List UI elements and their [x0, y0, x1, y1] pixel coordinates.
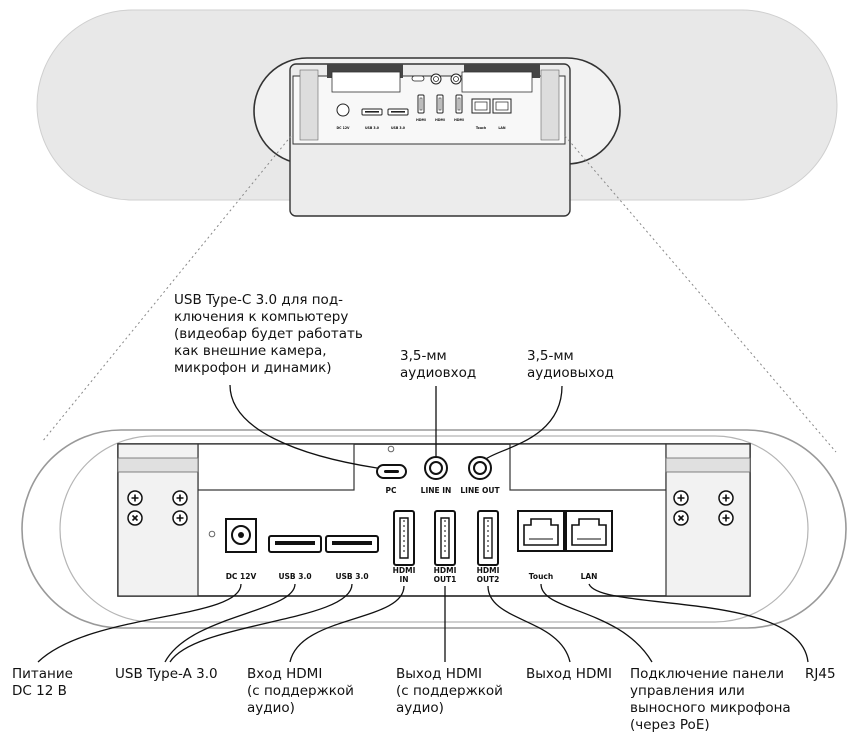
- svg-text:USB 3.0: USB 3.0: [365, 126, 380, 130]
- dc-power-jack-icon: [225, 518, 257, 553]
- audio-jack-icon: [468, 456, 492, 480]
- usb-a-port-icon: [268, 535, 322, 553]
- callout-hdmi-out1-line1: Выход HDMI: [396, 666, 482, 682]
- callout-power-line2: DC 12 В: [12, 683, 67, 699]
- led-icon: [387, 445, 395, 453]
- rj45-port-icon: [565, 510, 613, 552]
- callout-usb-a-line1: USB Type-A 3.0: [115, 666, 218, 682]
- port-label-lan: LAN: [581, 572, 598, 581]
- port-label-dc: DC 12V: [226, 572, 257, 581]
- port-label-hdmi-out2-2: OUT2: [477, 575, 500, 584]
- callout-hdmi-out1-line2: (с поддержкой: [396, 683, 503, 699]
- callout-line-in: 3,5-мм аудиовход: [400, 348, 476, 382]
- svg-text:LAN: LAN: [498, 126, 505, 130]
- callout-line-out-line2: аудиовыход: [527, 365, 614, 381]
- svg-text:HDMI: HDMI: [416, 118, 426, 122]
- callout-hdmi-in-line1: Вход HDMI: [247, 666, 323, 682]
- port-label-hdmi-out1-1: HDMI: [434, 566, 457, 575]
- hdmi-port-icon: [393, 510, 415, 566]
- callout-line-in-line2: аудиовход: [400, 365, 477, 381]
- port-label-line-in: LINE IN: [421, 486, 452, 495]
- usb-c-port-icon: [376, 464, 407, 479]
- callout-touch-line4: (через PoE): [630, 717, 710, 733]
- callout-hdmi-out1: Выход HDMI (с поддержкой аудио): [396, 666, 503, 717]
- port-label-line-out: LINE OUT: [460, 486, 500, 495]
- callout-power-line1: Питание: [12, 666, 73, 682]
- callout-hdmi-in-line2: (с поддержкой: [247, 683, 354, 699]
- svg-text:HDMI: HDMI: [454, 118, 464, 122]
- callout-hdmi-in: Вход HDMI (с поддержкой аудио): [247, 666, 354, 717]
- callout-lan: RJ45: [805, 666, 836, 683]
- svg-text:HDMI: HDMI: [435, 118, 445, 122]
- callout-usb-a: USB Type-A 3.0: [115, 666, 218, 683]
- zoom-line-left: [41, 135, 292, 443]
- callout-touch-line3: выносного микрофона: [630, 700, 791, 716]
- callout-touch-line2: управления или: [630, 683, 745, 699]
- callout-line-out-line1: 3,5-мм: [527, 348, 574, 364]
- callout-usb-c-line5: микрофон и динамик): [174, 360, 332, 376]
- callout-hdmi-in-line3: аудио): [247, 700, 295, 716]
- leader-lines: [37, 384, 809, 663]
- callout-power: Питание DC 12 В: [12, 666, 73, 700]
- port-label-usb1: USB 3.0: [278, 572, 311, 581]
- led-icon: [208, 530, 216, 538]
- port-label-pc: PC: [385, 486, 396, 495]
- videobar-thumbnail: DC 12V USB 3.0 USB 3.0 HDMI HDMI HDMI To…: [36, 9, 838, 217]
- callout-usb-c-line3: (видеобар будет работать: [174, 326, 363, 342]
- port-label-hdmi-out2-1: HDMI: [477, 566, 500, 575]
- callout-line-in-line1: 3,5-мм: [400, 348, 447, 364]
- callout-hdmi-out2-line1: Выход HDMI: [526, 666, 612, 682]
- callout-line-out: 3,5-мм аудиовыход: [527, 348, 614, 382]
- callout-usb-c-line1: USB Type-C 3.0 для под-: [174, 292, 344, 308]
- port-label-hdmi-in-2: IN: [399, 575, 408, 584]
- hdmi-port-icon: [477, 510, 499, 566]
- svg-text:USB 3.0: USB 3.0: [391, 126, 406, 130]
- port-label-hdmi-out1-2: OUT1: [434, 575, 457, 584]
- callout-usb-c-line2: ключения к компьютеру: [174, 309, 349, 325]
- port-label-hdmi-in-1: HDMI: [393, 566, 416, 575]
- callout-touch: Подключение панели управления или выносн…: [630, 666, 791, 734]
- zoom-line-right: [564, 135, 837, 453]
- port-label-usb2: USB 3.0: [335, 572, 368, 581]
- callout-hdmi-out1-line3: аудио): [396, 700, 444, 716]
- callout-usb-c: USB Type-C 3.0 для под- ключения к компь…: [174, 292, 363, 377]
- svg-text:Touch: Touch: [476, 126, 487, 130]
- hdmi-port-icon: [434, 510, 456, 566]
- port-label-touch: Touch: [529, 572, 553, 581]
- callout-hdmi-out2: Выход HDMI: [526, 666, 612, 683]
- callout-lan-line1: RJ45: [805, 666, 836, 682]
- callout-touch-line1: Подключение панели: [630, 666, 785, 682]
- callout-usb-c-line4: как внешние камера,: [174, 343, 327, 359]
- rj45-port-icon: [517, 510, 565, 552]
- usb-a-port-icon: [325, 535, 379, 553]
- svg-text:DC 12V: DC 12V: [337, 126, 351, 130]
- audio-jack-icon: [424, 456, 448, 480]
